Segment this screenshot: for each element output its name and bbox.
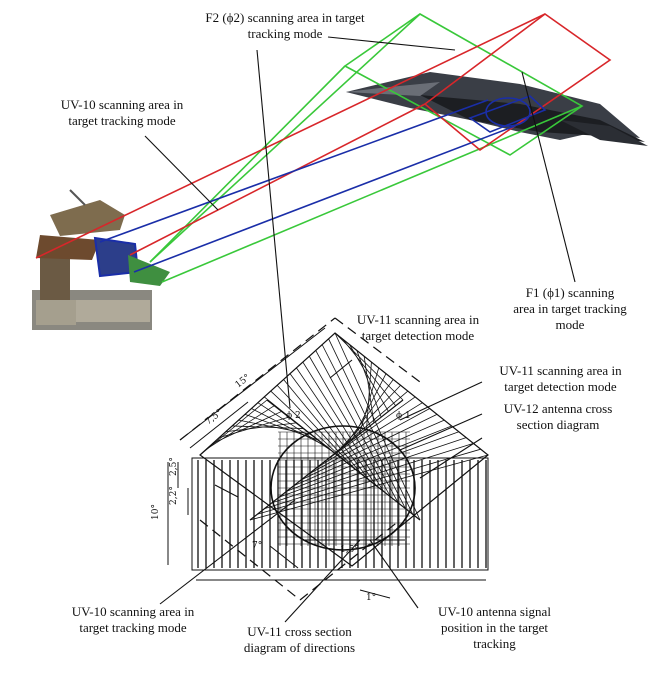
label-f2-tracking: F2 (ϕ2) scanning area in target tracking…	[170, 10, 400, 42]
label-uv11-detection-b: UV-11 scanning area in target detection …	[478, 363, 643, 395]
hatch-line	[251, 408, 326, 447]
label-line: position in the target	[441, 620, 548, 635]
hatch-line	[337, 385, 401, 452]
hatch-line	[257, 448, 481, 515]
dim-7-5: 7,5°	[204, 408, 225, 427]
label-line: UV-10 antenna signal	[438, 604, 551, 619]
leader-lines-top	[144, 36, 576, 409]
hatch-line	[219, 416, 289, 438]
dim-7: 7°	[252, 541, 262, 551]
dim-1-5: 1,5°	[340, 545, 359, 555]
label-line: F2 (ϕ2) scanning area in target	[205, 10, 365, 25]
label-line: UV-11 cross section	[247, 624, 352, 639]
hatch-line	[283, 379, 363, 475]
label-line: target tracking mode	[68, 113, 176, 128]
hatch-line	[264, 396, 341, 458]
dim-15: 15°	[234, 373, 253, 391]
label-line: tracking mode	[247, 26, 323, 41]
uv12-circle	[270, 425, 416, 551]
label-line: mode	[555, 317, 585, 332]
engineering-diagram	[167, 317, 489, 601]
dim-1: 1°	[366, 593, 376, 603]
dim-10: 10°	[151, 504, 161, 520]
hatch-line	[232, 425, 304, 429]
label-line: section diagram	[516, 417, 600, 432]
hatch-line	[264, 442, 474, 509]
radar-station-image	[32, 189, 170, 330]
hatch-line	[270, 390, 348, 464]
dim-2-2: 2,2°	[169, 486, 179, 505]
label-uv11-cross-section: UV-11 cross section diagram of direction…	[222, 624, 377, 656]
hatch-line	[351, 373, 387, 441]
label-line: UV-10 scanning area in	[60, 97, 184, 112]
label-line: target detection mode	[504, 379, 617, 394]
label-line: UV-11 scanning area in	[356, 312, 480, 327]
dim-2-5: 2,5°	[169, 457, 179, 476]
hatch-line	[276, 385, 355, 469]
label-line: area in target tracking	[513, 301, 627, 316]
leader-lines-bottom	[159, 359, 483, 623]
hatch-line	[344, 379, 394, 446]
hatch-line	[356, 350, 382, 418]
phi-1-label: ϕ 1	[396, 411, 411, 421]
label-line: diagram of directions	[243, 640, 356, 655]
hatch-line	[349, 344, 389, 412]
label-line: F1 (ϕ1) scanning	[525, 285, 615, 300]
hatch-line	[341, 338, 397, 406]
blue-beam	[99, 95, 547, 273]
label-uv12-antenna: UV-12 antenna cross section diagram	[478, 401, 638, 433]
phi-2-label: ϕ 2	[286, 411, 301, 421]
hatch-line	[308, 408, 430, 475]
label-line: tracking	[473, 636, 516, 651]
aircraft-image	[346, 72, 648, 146]
label-line: UV-11 scanning area in	[499, 363, 622, 378]
dimension-lines	[167, 327, 486, 599]
label-f1-tracking: F1 (ϕ1) scanning area in target tracking…	[490, 285, 650, 333]
hatch-line	[271, 437, 467, 504]
label-line: UV-10 scanning area in	[71, 604, 195, 619]
hatch-line	[279, 431, 459, 498]
label-line: target detection mode	[361, 328, 475, 343]
hatch-line	[212, 411, 282, 444]
red-beam	[35, 13, 612, 259]
hatch-line	[206, 405, 275, 450]
uv11-diamond	[199, 332, 489, 567]
label-uv10-signal: UV-10 antenna signal position in the tar…	[412, 604, 577, 652]
label-uv11-detection-a: UV-11 scanning area in target detection …	[338, 312, 498, 344]
hatch-line	[366, 362, 372, 429]
hatch-line	[257, 402, 333, 452]
hatch-line	[363, 356, 375, 423]
label-uv10-tracking-bottom: UV-10 scanning area in target tracking m…	[48, 604, 218, 636]
hatch-line	[358, 367, 380, 435]
hatch-line	[286, 425, 452, 492]
hatch-line	[300, 413, 438, 481]
label-line: target tracking mode	[79, 620, 187, 635]
hatch-line	[315, 402, 423, 469]
label-uv10-tracking-top: UV-10 scanning area in target tracking m…	[32, 97, 212, 129]
label-line: UV-12 antenna cross	[503, 401, 613, 416]
